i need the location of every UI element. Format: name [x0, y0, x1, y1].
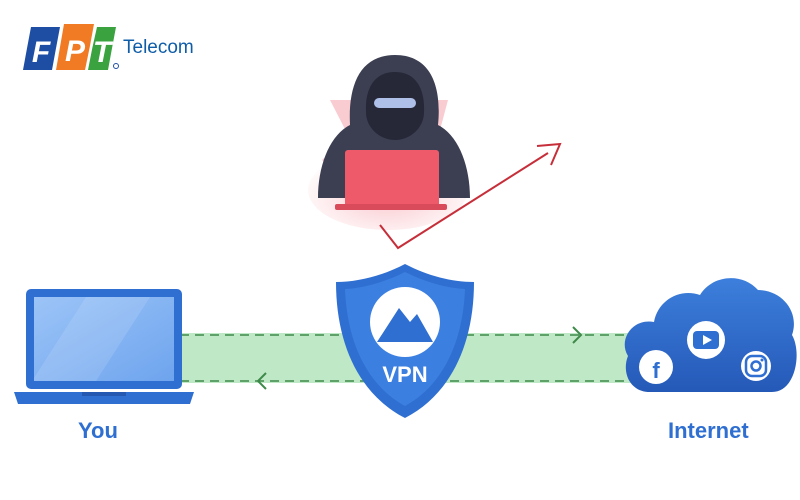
internet-label: Internet — [668, 418, 749, 443]
logo-letter-t: T — [93, 36, 114, 69]
internet-cloud: f — [624, 278, 797, 392]
you-label: You — [78, 418, 118, 443]
logo-tile-f: F — [23, 27, 60, 70]
logo-letter-p: P — [65, 35, 86, 68]
facebook-icon: f — [639, 350, 673, 384]
youtube-icon — [687, 321, 725, 359]
attack-arrow-head-icon — [536, 142, 562, 166]
tunnel-arrow-right-icon — [572, 326, 583, 344]
vpn-label: VPN — [382, 362, 427, 387]
logo-tile-p: P — [56, 24, 94, 70]
blocked-attack-arrow — [379, 142, 562, 250]
hacker-figure — [308, 55, 470, 230]
logo-letter-f: F — [32, 36, 51, 69]
instagram-icon — [741, 351, 771, 381]
tunnel-arrow-left-icon — [256, 372, 267, 390]
brand-name: Telecom — [123, 37, 194, 58]
logo-tile-t: T — [88, 27, 116, 70]
fpt-logo: F P T — [23, 24, 119, 70]
svg-text:f: f — [652, 358, 660, 383]
user-laptop — [14, 289, 194, 404]
vpn-shield: VPN — [336, 264, 474, 418]
